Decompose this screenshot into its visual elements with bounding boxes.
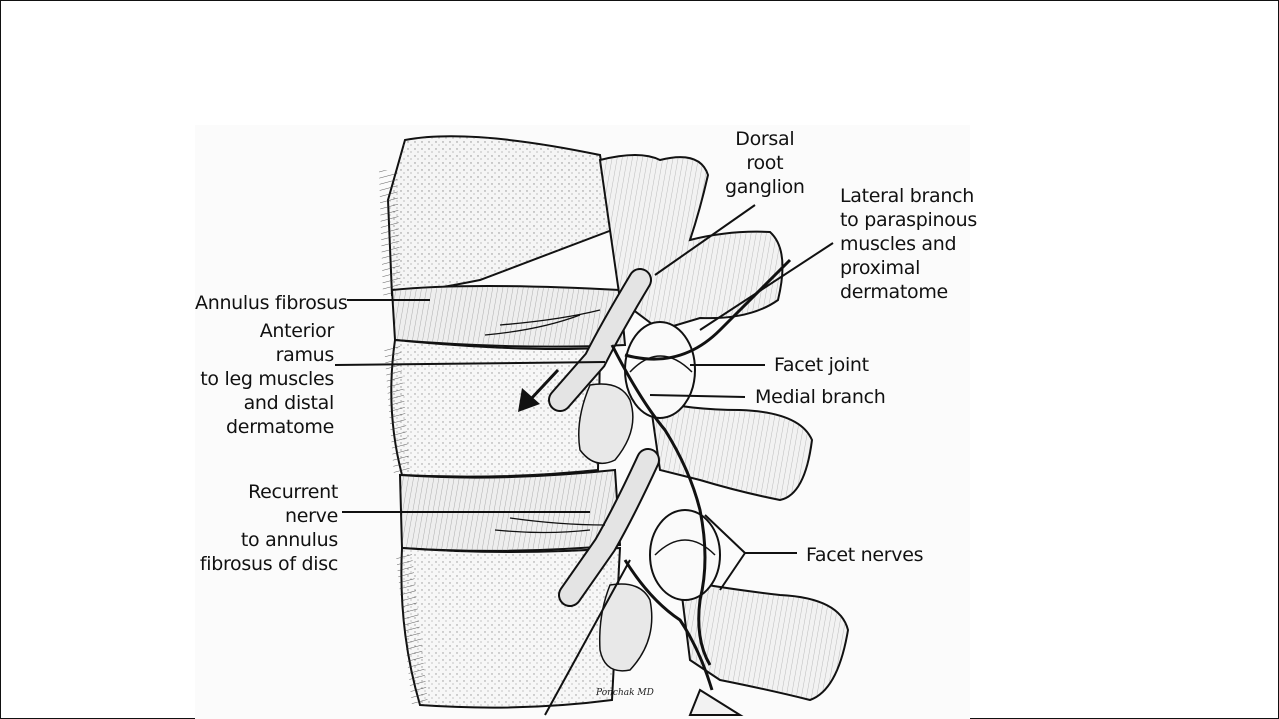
label-facet-joint: Facet joint: [774, 353, 869, 377]
label-annulus-fibrosus: Annulus fibrosus: [195, 291, 347, 315]
label-medial-branch: Medial branch: [755, 385, 886, 409]
artist-signature: Ponchak MD: [596, 688, 654, 698]
label-dorsal-root-ganglion: Dorsal root ganglion: [725, 127, 805, 199]
upper-intervertebral-disc: [392, 286, 625, 347]
lower-intervertebral-disc: [400, 470, 620, 551]
label-lateral-branch: Lateral branch to paraspinous muscles an…: [840, 184, 977, 304]
upper-vertebral-body: [388, 136, 612, 295]
label-anterior-ramus: Anterior ramus to leg muscles and distal…: [196, 319, 334, 439]
label-facet-nerves: Facet nerves: [806, 543, 923, 567]
posterior-elements: [579, 155, 848, 715]
label-recurrent-nerve: Recurrent nerve to annulus fibrosus of d…: [196, 480, 338, 576]
middle-vertebral-body: [391, 340, 600, 477]
